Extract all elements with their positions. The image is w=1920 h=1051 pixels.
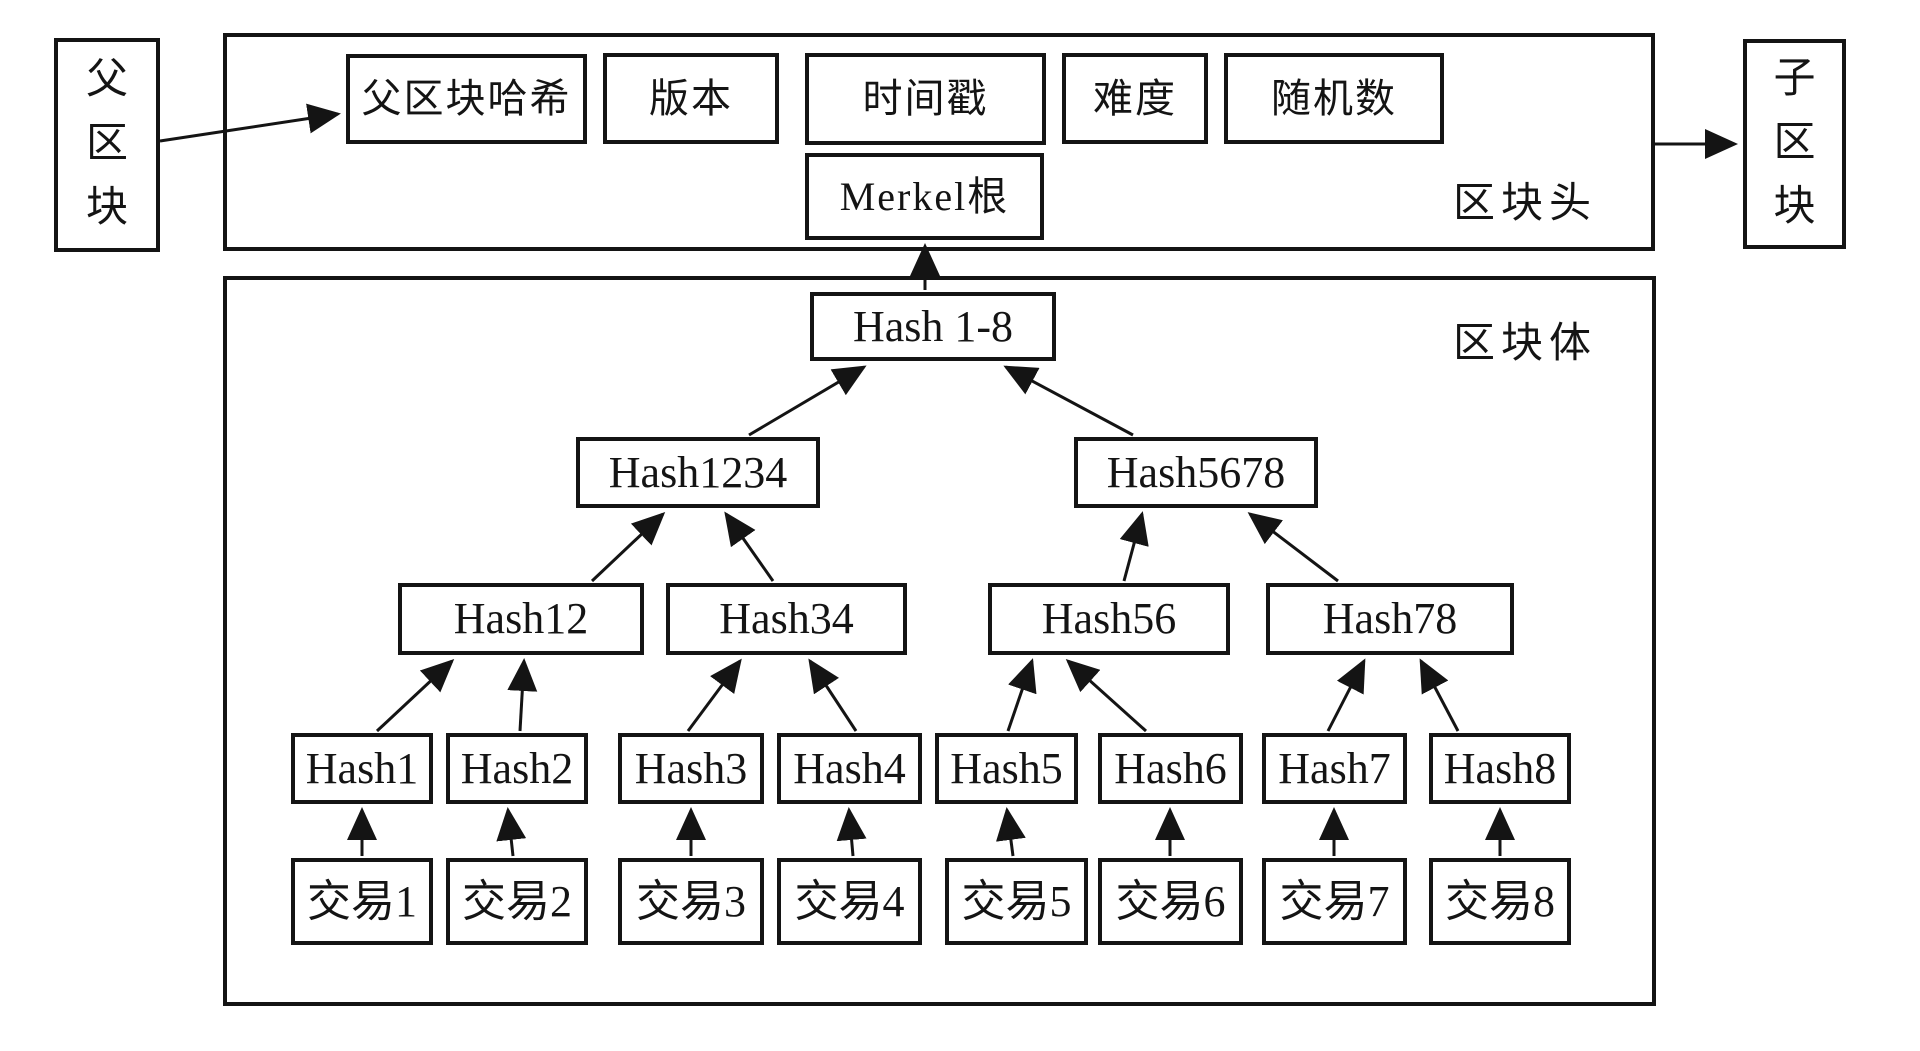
tree-node-hash56: Hash56	[988, 583, 1230, 655]
tree-node-hash5: Hash5	[935, 733, 1078, 804]
arrow-hash4-to-hash34	[808, 658, 858, 732]
transaction-box-3: 交易3	[618, 858, 764, 945]
tree-node-hash12: Hash12	[398, 583, 644, 655]
child-block-box: 子区块	[1743, 39, 1846, 249]
parent-block-box: 父区块	[54, 38, 160, 252]
tree-node-hash8: Hash8	[1429, 733, 1571, 804]
arrow-hash1-to-hash12	[375, 658, 455, 733]
arrow-hash2-to-hash12	[507, 658, 538, 732]
header-field-timestamp: 时间戳	[805, 53, 1046, 145]
transaction-box-4: 交易4	[777, 858, 922, 945]
arrow-tx5-to-hash5	[996, 807, 1026, 857]
arrow-hash34-to-hash1234	[724, 511, 775, 582]
transaction-box-1: 交易1	[291, 858, 433, 945]
transaction-box-8: 交易8	[1429, 858, 1571, 945]
arrow-hash6-to-hash56	[1065, 658, 1148, 733]
transaction-box-5: 交易5	[945, 858, 1088, 945]
arrow-tx4-to-hash4	[836, 807, 867, 857]
arrow-hash7-to-hash78	[1326, 658, 1366, 732]
arrow-hash8-to-hash78	[1419, 658, 1460, 732]
tree-node-hash2: Hash2	[446, 733, 588, 804]
arrow-hash5678-to-root	[1003, 365, 1134, 437]
arrow-hash12-to-hash1234	[590, 511, 666, 583]
header-field-parent-hash: 父区块哈希	[346, 54, 587, 144]
transaction-box-6: 交易6	[1098, 858, 1243, 945]
tree-node-hash78: Hash78	[1266, 583, 1514, 655]
tree-node-hash1: Hash1	[291, 733, 433, 804]
block-body-container	[223, 276, 1656, 1006]
transaction-box-7: 交易7	[1262, 858, 1407, 945]
child-block-label: 子区块	[1773, 56, 1816, 230]
tree-node-hash5678: Hash5678	[1074, 437, 1318, 508]
block-body-label: 区块体	[1452, 320, 1597, 367]
transaction-box-2: 交易2	[446, 858, 588, 945]
parent-block-label: 父区块	[85, 57, 128, 231]
header-field-nonce: 随机数	[1224, 53, 1444, 144]
arrow-hash1234-to-root	[748, 365, 867, 437]
header-field-merkle-root: Merkel根	[805, 153, 1044, 240]
arrow-hash5-to-hash56	[1006, 658, 1037, 732]
arrow-hash3-to-hash34	[686, 658, 742, 732]
header-field-difficulty: 难度	[1062, 53, 1208, 144]
tree-node-hash6: Hash6	[1098, 733, 1243, 804]
arrow-hash78-to-hash5678	[1247, 512, 1339, 583]
block-header-label: 区块头	[1452, 180, 1597, 227]
arrow-tx2-to-hash2	[496, 807, 527, 857]
tree-node-hash34: Hash34	[666, 583, 907, 655]
arrow-parent-block-to-parent-hash	[159, 103, 341, 143]
tree-node-hash4: Hash4	[777, 733, 922, 804]
tree-node-hash7: Hash7	[1262, 733, 1407, 804]
tree-node-hash1234: Hash1234	[576, 437, 820, 508]
tree-node-root: Hash 1-8	[810, 292, 1056, 361]
arrow-hash56-to-hash5678	[1119, 511, 1149, 582]
header-field-version: 版本	[603, 53, 779, 144]
tree-node-hash3: Hash3	[618, 733, 764, 804]
